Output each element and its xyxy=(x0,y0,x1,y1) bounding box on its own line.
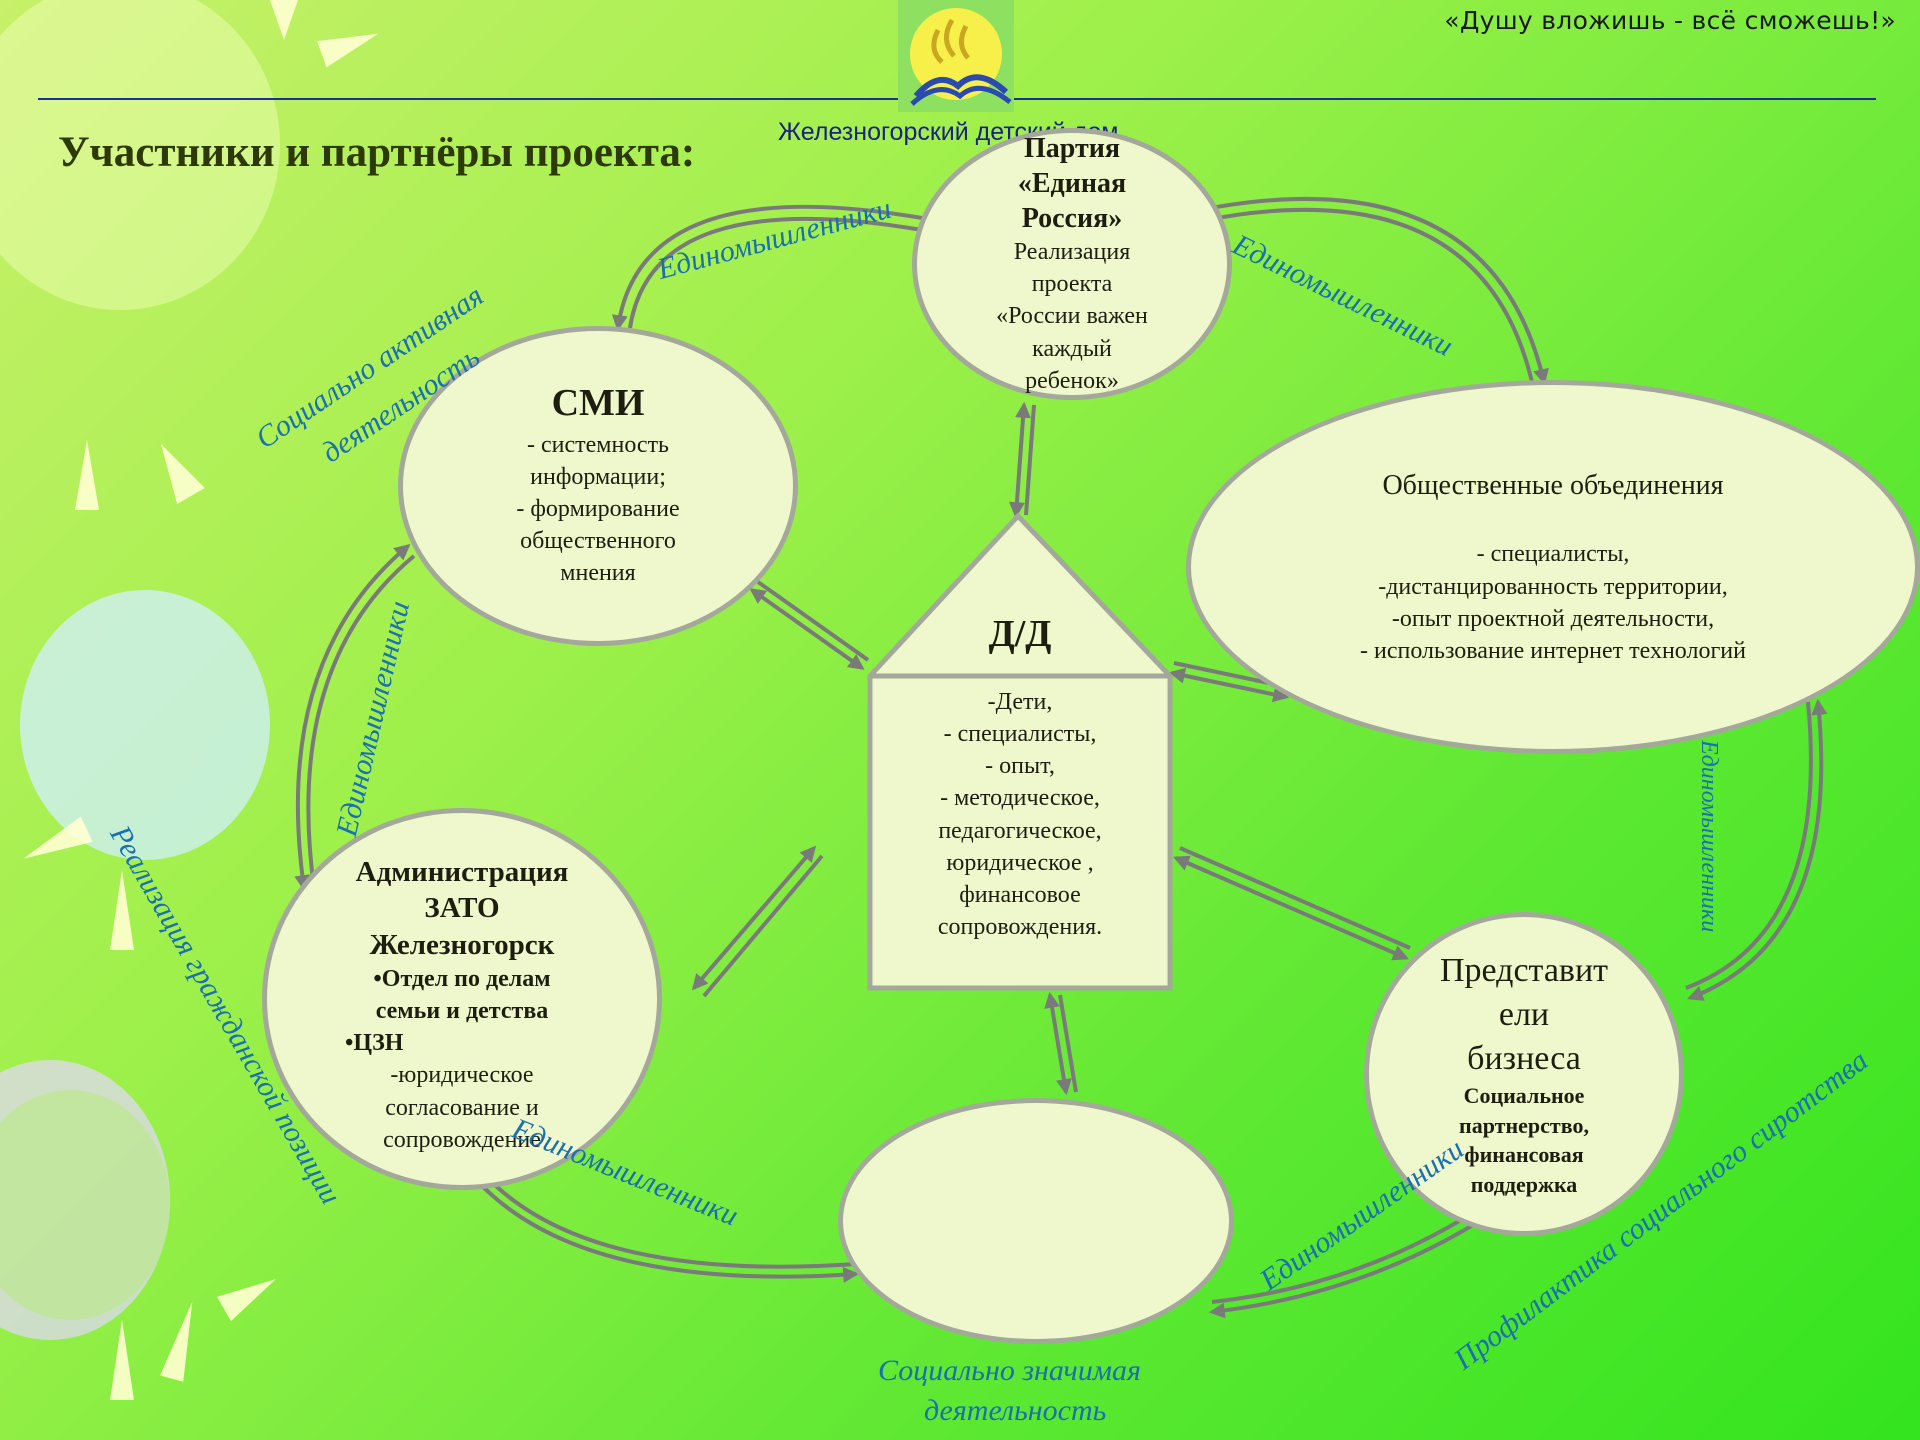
business-line: финансовая xyxy=(1464,1142,1584,1168)
admin-bold-line: •Отдел по делам xyxy=(373,965,551,992)
arrow-smi-admin xyxy=(294,543,411,892)
label-social-significant-line1: Социально значимая xyxy=(878,1354,1141,1387)
business-node: Представит ели бизнеса Социальное партне… xyxy=(1364,912,1684,1236)
admin-line: согласование и xyxy=(385,1094,539,1121)
dd-line: - специалисты, xyxy=(943,721,1097,748)
arrow-business-dd xyxy=(1173,855,1409,961)
business-title-line: Представит xyxy=(1439,951,1609,989)
smi-line: информации; xyxy=(530,463,666,490)
business-title-line: бизнеса xyxy=(1467,1040,1581,1078)
label-social-significant-line2: деятельность xyxy=(924,1394,1107,1427)
arrow-smi-dd xyxy=(749,588,865,670)
arrow-business-dd xyxy=(1179,846,1411,950)
admin-node: Администрация ЗАТО Железногорск •Отдел п… xyxy=(262,808,662,1190)
arrow-orgs-business xyxy=(1685,701,1813,990)
dd-line: -Дети, xyxy=(987,689,1053,715)
arrow-admin-dd xyxy=(702,854,824,998)
admin-line: -юридическое xyxy=(390,1062,534,1089)
smi-line: - системность xyxy=(527,431,669,458)
admin-title-line: ЗАТО xyxy=(424,892,500,925)
party-title-line: Россия» xyxy=(1021,203,1123,235)
balloon-green-decoration xyxy=(0,1090,170,1320)
arrow-admin-dd xyxy=(691,845,817,991)
arrow-dd-bottom xyxy=(1044,991,1072,1096)
smi-line: мнения xyxy=(560,560,636,587)
arrow-dd-bottom xyxy=(1058,994,1078,1093)
party-line: Реализация xyxy=(1013,239,1131,266)
arrow-party-dd xyxy=(1024,404,1036,516)
party-line: «России важен xyxy=(996,303,1148,330)
arrow-smi-admin xyxy=(306,554,416,889)
dd-line: - методическое, xyxy=(940,785,1100,812)
dd-body: -Дети, - специалисты, - опыт, - методиче… xyxy=(870,686,1170,946)
motto-text: «Душу вложишь - всё сможешь!» xyxy=(1444,6,1896,35)
admin-bold-line: семьи и детства xyxy=(375,998,549,1025)
ray-decoration xyxy=(270,0,298,40)
arrow-orgs-business xyxy=(1687,698,1828,1001)
public-orgs-line: - использование интернет технологий xyxy=(1360,637,1746,664)
balloon-yellow-decoration xyxy=(0,0,280,310)
public-orgs-line: -опыт проектной деятельности, xyxy=(1391,605,1715,632)
admin-title-line: Железногорск xyxy=(369,928,555,961)
dd-title: Д/Д xyxy=(866,600,1174,670)
bottom-empty-node xyxy=(838,1098,1234,1344)
smi-title: СМИ xyxy=(551,381,645,424)
arrow-smi-dd xyxy=(756,580,870,662)
dd-title-text: Д/Д xyxy=(988,613,1052,656)
ray-decoration xyxy=(110,870,134,950)
party-line: проекта xyxy=(1031,271,1113,298)
business-line: поддержка xyxy=(1470,1171,1578,1197)
admin-line: сопровождение xyxy=(383,1126,541,1153)
ray-decoration xyxy=(75,440,99,510)
label-like-minded: Единомышленники xyxy=(1696,740,1722,933)
party-line: ребенок» xyxy=(1025,367,1119,394)
balloon-blue-decoration xyxy=(20,590,270,860)
dd-line: педагогическое, xyxy=(938,817,1102,844)
party-title-line: «Единая xyxy=(1017,168,1127,200)
page-title: Участники и партнёры проекта: xyxy=(58,129,696,176)
public-orgs-title: Общественные объединения xyxy=(1382,469,1724,501)
dd-line: сопровождения. xyxy=(937,914,1103,941)
arrow-party-orgs xyxy=(1195,207,1534,383)
arrow-party-smi xyxy=(611,204,923,332)
sun-logo-icon xyxy=(910,8,1012,106)
smi-node: СМИ - системность информации; - формиров… xyxy=(398,326,798,646)
arrow-party-smi xyxy=(628,216,923,329)
admin-title-line: Администрация xyxy=(355,856,569,889)
smi-line: общественного xyxy=(520,527,676,554)
arrow-party-dd xyxy=(1008,401,1032,519)
public-orgs-line: -дистанцированность территории, xyxy=(1378,573,1728,600)
party-title-line: Партия xyxy=(1023,133,1121,165)
public-orgs-node: Общественные объединения - специалисты, … xyxy=(1186,380,1920,754)
orphanage-logo xyxy=(898,0,1014,112)
party-node: Партия «Единая Россия» Реализация проект… xyxy=(912,128,1232,400)
public-orgs-line: - специалисты, xyxy=(1476,541,1630,568)
admin-czn: •ЦЗН xyxy=(345,1030,404,1057)
business-line: Социальное xyxy=(1463,1083,1585,1109)
arrow-party-orgs xyxy=(1186,196,1549,386)
business-line: партнерство, xyxy=(1459,1112,1589,1138)
arrow-orgs-dd xyxy=(1168,667,1290,703)
dd-line: финансовое xyxy=(959,881,1081,908)
dd-house-shape xyxy=(867,512,1173,991)
party-line: каждый xyxy=(1032,335,1112,362)
smi-line: - формирование xyxy=(516,495,680,522)
business-title-line: ели xyxy=(1498,995,1550,1033)
dd-line: - опыт, xyxy=(985,753,1055,780)
dd-line: юридическое , xyxy=(946,849,1094,876)
ray-decoration xyxy=(110,1320,134,1400)
